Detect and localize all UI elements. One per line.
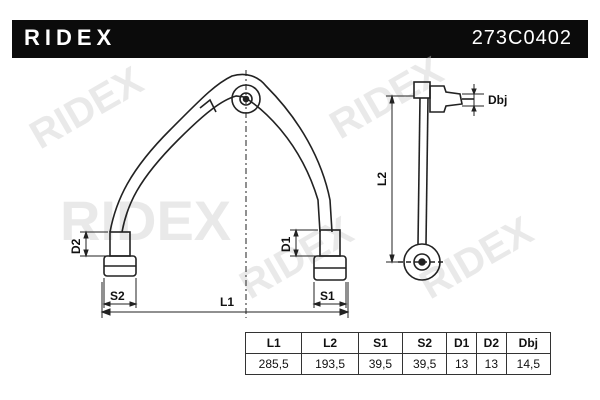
specs-value-row: 285,5 193,5 39,5 39,5 13 13 14,5: [244, 353, 552, 375]
watermark-text-1: RIDEX: [23, 58, 151, 157]
label-s2: S2: [110, 289, 125, 303]
label-d2: D2: [69, 238, 83, 254]
specs-header-l1: L1: [244, 332, 303, 354]
label-l1: L1: [220, 295, 234, 309]
watermark-text-3: RIDEX: [323, 48, 451, 147]
dimension-l1: [100, 282, 350, 318]
specs-header-s2: S2: [402, 332, 448, 354]
specs-header-s1: S1: [357, 332, 404, 354]
watermark-text-4: RIDEX: [413, 208, 541, 307]
label-d1: D1: [279, 236, 293, 252]
watermark: RIDEX RIDEX RIDEX RIDEX RIDEX: [23, 48, 541, 307]
specs-value-l2: 193,5: [301, 353, 359, 375]
specs-value-d2: 13: [476, 353, 507, 375]
dimension-l2: [386, 94, 414, 264]
specs-header-d2: D2: [476, 332, 507, 354]
specs-value-dbj: 14,5: [505, 353, 552, 375]
specs-header-l2: L2: [301, 332, 359, 354]
specs-value-s1: 39,5: [357, 353, 404, 375]
specs-header-row: L1 L2 S1 S2 D1 D2 Dbj: [244, 332, 552, 354]
dimension-s2: [102, 278, 138, 308]
dimension-d2: [80, 230, 108, 258]
specs-value-s2: 39,5: [402, 353, 448, 375]
specs-header-d1: D1: [446, 332, 477, 354]
specs-value-l1: 285,5: [244, 353, 303, 375]
watermark-text-center: RIDEX: [60, 189, 231, 252]
label-l2: L2: [375, 172, 389, 186]
control-arm-side-view: [398, 81, 474, 281]
dimension-s1: [312, 282, 348, 308]
brand-logo: RIDEX: [24, 25, 117, 50]
label-s1: S1: [320, 289, 335, 303]
specs-header-dbj: Dbj: [505, 332, 552, 354]
header: RIDEX 273C0402: [0, 0, 600, 58]
label-dbj: Dbj: [488, 93, 507, 107]
specs-table: L1 L2 S1 S2 D1 D2 Dbj 285,5 193,5 39,5 3…: [244, 332, 552, 375]
specs-value-d1: 13: [446, 353, 477, 375]
part-number: 273C0402: [471, 27, 572, 49]
dimension-d1: [290, 228, 318, 258]
control-arm-front-view: [103, 73, 347, 281]
header-bar: [12, 20, 588, 58]
dimension-dbj: [462, 84, 484, 116]
watermark-text-2: RIDEX: [233, 208, 361, 307]
